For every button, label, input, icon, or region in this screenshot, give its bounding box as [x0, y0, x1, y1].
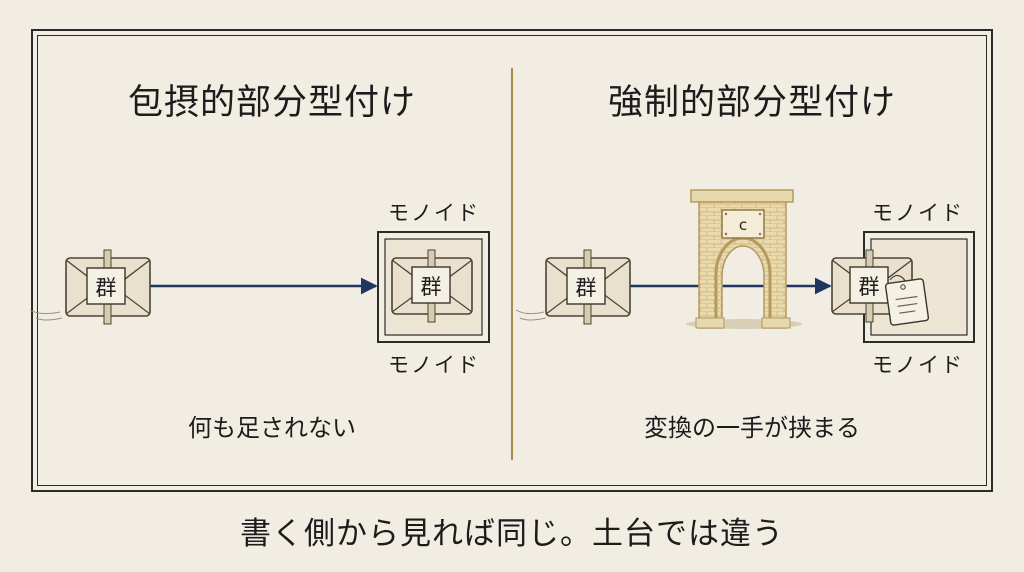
diagram-frame	[31, 29, 993, 492]
right-target-inner-label: 群	[859, 275, 880, 299]
left-target-envelope-icon	[391, 249, 473, 323]
gate-label: c	[739, 216, 747, 234]
conversion-gate-icon	[686, 189, 802, 329]
right-source-label: 群	[576, 276, 597, 300]
right-target-top-label: モノイド	[872, 201, 964, 225]
right-target-bottom-label: モノイド	[872, 353, 964, 377]
left-title: 包摂的部分型付け	[127, 83, 417, 123]
right-source-envelope-icon	[515, 249, 631, 325]
footer-caption: 書く側から見れば同じ。土台では違う	[240, 516, 784, 552]
left-target-inner-label: 群	[421, 275, 442, 299]
right-caption: 変換の一手が挟まる	[644, 414, 860, 442]
right-title: 強制的部分型付け	[607, 83, 897, 123]
left-caption: 何も足されない	[188, 414, 356, 442]
left-target-top-label: モノイド	[388, 201, 480, 225]
left-source-envelope-icon	[29, 249, 151, 325]
left-source-label: 群	[96, 276, 117, 300]
conversion-tag-icon	[884, 274, 930, 326]
left-target-bottom-label: モノイド	[388, 353, 480, 377]
